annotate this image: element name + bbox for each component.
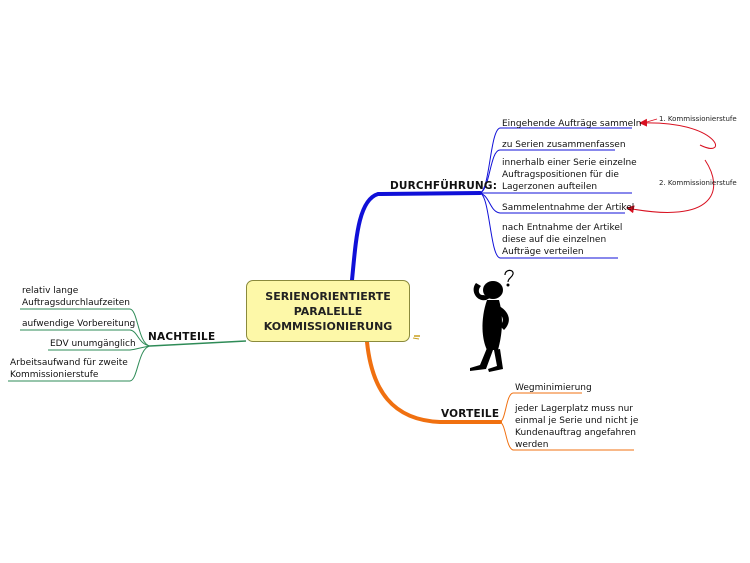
link-marker-icon [412, 335, 420, 340]
annotation-stufe-1[interactable]: 1. Kommissionierstufe [659, 115, 737, 123]
question-mark-icon [504, 269, 514, 287]
branch-label-durchfuehrung[interactable]: DURCHFÜHRUNG: [390, 180, 498, 192]
relation-line-1 [639, 118, 658, 125]
nachteile-item-3[interactable]: EDV unumgänglich [50, 339, 136, 349]
branch-line-durchfuehrung [350, 191, 482, 282]
durchfuehrung-subconnectors [479, 127, 632, 259]
central-topic[interactable]: SERIENORIENTIERTE PARALELLE KOMMISSIONIE… [246, 280, 410, 342]
vorteile-subconnectors [499, 392, 634, 451]
durchfuehrung-item-3[interactable]: innerhalb einer Serie einzelne Auftragsp… [502, 158, 637, 192]
durchfuehrung-item-2[interactable]: zu Serien zusammenfassen [502, 140, 626, 150]
thinking-person-icon [470, 281, 509, 372]
relation-arrow-stufe1 [639, 118, 716, 149]
branch-line-vorteile [365, 340, 502, 424]
durchfuehrung-item-4[interactable]: Sammelentnahme der Artikel [502, 203, 635, 213]
vorteile-item-2[interactable]: jeder Lagerplatz muss nur einmal je Seri… [515, 404, 639, 450]
durchfuehrung-item-5[interactable]: nach Entnahme der Artikel diese auf die … [502, 223, 623, 257]
branch-label-vorteile[interactable]: VORTEILE [441, 408, 500, 420]
nachteile-item-2[interactable]: aufwendige Vorbereitung [22, 319, 136, 329]
branch-line-nachteile [149, 340, 247, 347]
nachteile-item-1[interactable]: relativ lange Auftragsdurchlaufzeiten [22, 286, 131, 308]
nachteile-item-4[interactable]: Arbeitsaufwand für zweite Kommissioniers… [10, 358, 128, 380]
branch-label-nachteile[interactable]: NACHTEILE [148, 331, 216, 343]
relation-arrow-stufe2 [626, 159, 715, 214]
annotation-stufe-2[interactable]: 2. Kommissionierstufe [659, 179, 737, 187]
vorteile-item-1[interactable]: Wegminimierung [515, 383, 592, 393]
durchfuehrung-item-1[interactable]: Eingehende Aufträge sammeln [502, 119, 642, 129]
nachteile-subconnectors [8, 308, 151, 382]
